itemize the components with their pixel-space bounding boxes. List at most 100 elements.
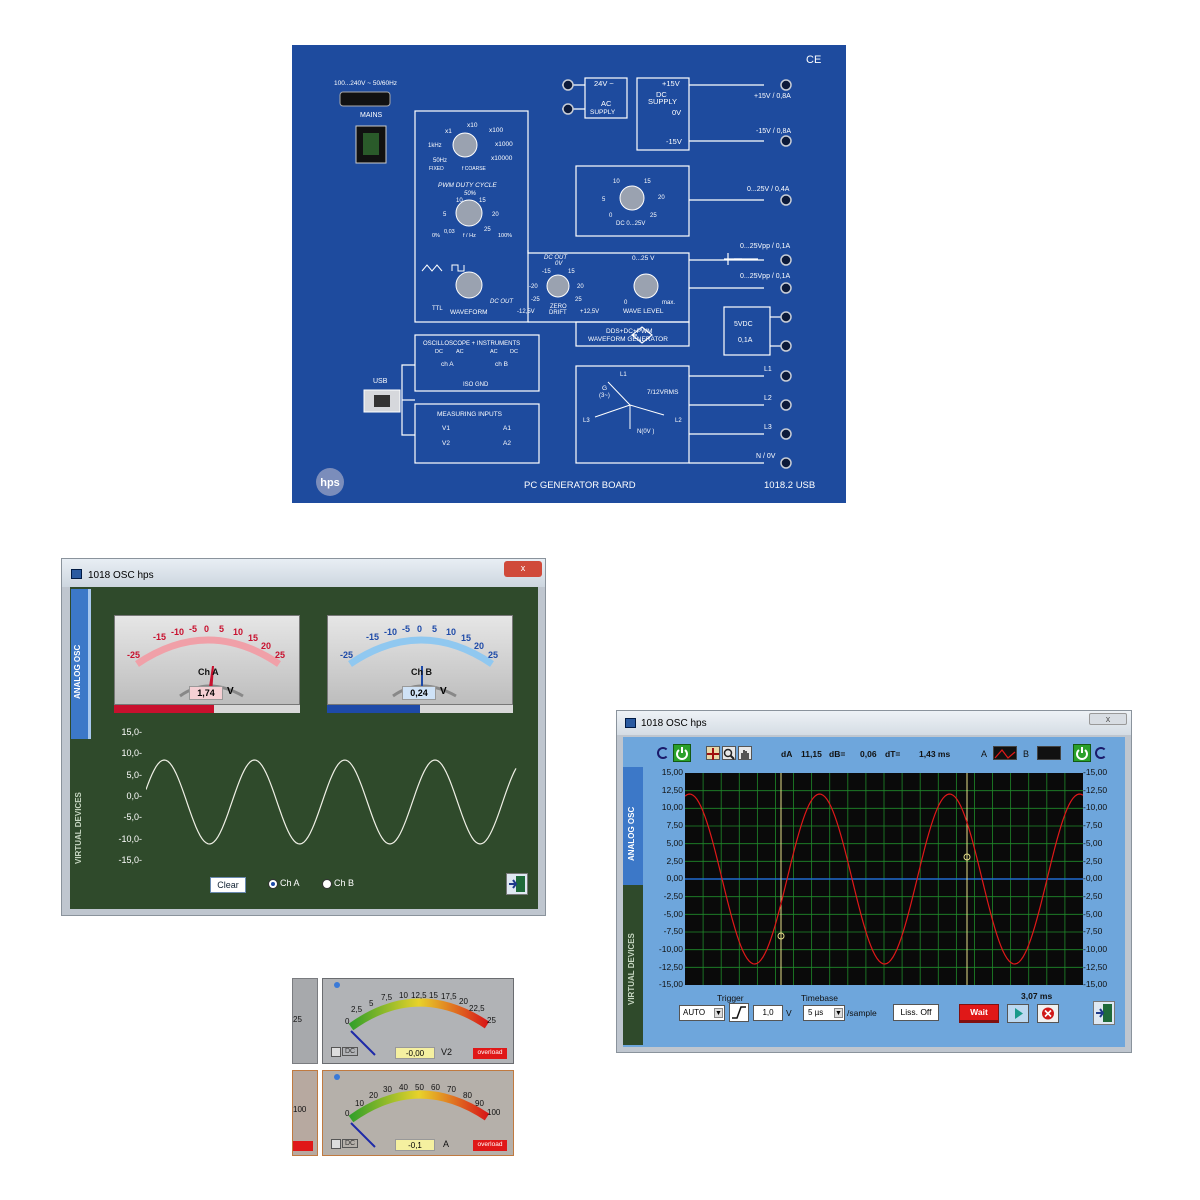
dc-scale-10: 10 — [613, 179, 620, 185]
v2-tick: 12,5 — [411, 991, 427, 1000]
radio-ch-a[interactable] — [268, 879, 278, 889]
tab-virtual-devices[interactable]: VIRTUAL DEVICES — [71, 739, 91, 907]
exit-button[interactable] — [1093, 1001, 1115, 1025]
channel-b-preview[interactable] — [1037, 746, 1061, 760]
v2-tick: 22,5 — [469, 1004, 485, 1013]
meas-db-label: dB= — [829, 749, 846, 759]
wave-y-axis: 15,0- 10,0- 5,0- 0,0- -5,0- -10,0- -15,0… — [92, 727, 142, 877]
trigger-level-input[interactable]: 1,0 — [753, 1005, 783, 1021]
osc-mode-ac-a: AC — [456, 349, 464, 355]
y-right-tick: -2,50 — [1083, 855, 1103, 866]
a-settings-icon[interactable] — [334, 1074, 340, 1080]
drift-end-neg: -12,5V — [517, 309, 535, 315]
y-tick: 10,0- — [121, 748, 142, 758]
tab-analog-osc[interactable]: ANALOG OSC — [623, 767, 643, 885]
v2-settings-icon[interactable] — [334, 982, 340, 988]
pwm-end-100: 100% — [498, 233, 512, 239]
ac-supply-line1: 24V ~ — [594, 79, 614, 88]
channel-a-preview[interactable] — [993, 746, 1017, 760]
power-right-button[interactable] — [1073, 744, 1091, 762]
run-button[interactable] — [1007, 1004, 1029, 1023]
exit-button[interactable] — [506, 873, 528, 895]
window-titlebar[interactable]: 1018 OSC hps x — [62, 559, 545, 587]
measuring-v1: V1 — [442, 425, 450, 432]
freq-50hz: 50Hz — [433, 158, 447, 164]
drift-scale-20: 20 — [577, 284, 584, 290]
timebase-select[interactable]: 5 µs ▼ — [803, 1005, 845, 1021]
refresh-left-icon[interactable] — [657, 747, 669, 759]
a-dc-checkbox[interactable] — [331, 1139, 341, 1149]
waveform-knob[interactable] — [455, 271, 483, 299]
pwm-end-003: 0,03 — [444, 229, 455, 235]
meter-b-level-fill — [327, 705, 420, 713]
close-button[interactable]: x — [1089, 713, 1127, 725]
y-right-tick: -10,00 — [1083, 802, 1108, 813]
pan-tool-button[interactable] — [738, 746, 752, 760]
zoom-tool-button[interactable] — [722, 746, 736, 760]
measuring-a1: A1 — [503, 425, 511, 432]
close-button[interactable]: x — [504, 561, 542, 577]
dds-label-1: DDS+DC+PWM — [606, 328, 653, 335]
a-readout: -0,1 — [408, 1141, 422, 1150]
osc-cha: ch A — [441, 361, 454, 368]
meas-db-value: 0,06 — [860, 749, 877, 759]
mult-x10: x10 — [467, 122, 478, 129]
exit-icon — [1096, 1004, 1112, 1022]
meter-b-level-bar — [327, 705, 513, 713]
a-tick: 40 — [399, 1083, 408, 1092]
a-tick: 80 — [463, 1091, 472, 1100]
y-tick: 15,0- — [121, 727, 142, 737]
meter-a-tick: -10 — [171, 627, 184, 637]
hps-logo — [316, 468, 344, 496]
tab-virtual-devices[interactable]: VIRTUAL DEVICES — [623, 885, 643, 1045]
mains-label: MAINS — [360, 112, 383, 119]
g-label: G — [602, 385, 607, 392]
cursor-tool-button[interactable] — [706, 746, 720, 760]
lissajous-button[interactable]: Liss. Off — [893, 1004, 939, 1021]
clear-button[interactable]: Clear — [210, 877, 246, 893]
meas-dt-label: dT= — [885, 749, 901, 759]
pwm-knob[interactable] — [455, 199, 483, 227]
sine-trace — [146, 759, 517, 845]
zero-drift-knob[interactable] — [546, 274, 570, 298]
meter-ch-a: -25 -15 -10 -5 0 5 10 15 20 25 Ch A 1,74… — [114, 615, 300, 705]
meter-b-tick: -10 — [384, 627, 397, 637]
window-title: 1018 OSC hps — [641, 718, 707, 729]
window-titlebar[interactable]: 1018 OSC hps x — [617, 711, 1131, 735]
meter-b-tick: -5 — [402, 624, 410, 634]
multiplier-knob[interactable] — [452, 132, 478, 158]
out-neg15: -15V / 0,8A — [756, 128, 791, 135]
stop-button[interactable] — [1037, 1004, 1059, 1023]
usb-port-inner — [374, 395, 390, 407]
meter-b-value: 0,24 — [402, 686, 436, 700]
meter-a-tick: -5 — [189, 624, 197, 634]
scope-body: ANALOG OSC VIRTUAL DEVICES dA 11,15 dB= … — [623, 737, 1125, 1047]
v2-overload: overload — [473, 1048, 507, 1059]
close-icon: x — [520, 563, 526, 573]
chevron-down-icon: ▼ — [714, 1008, 723, 1018]
osc-window-scope[interactable]: 1018 OSC hps x ANALOG OSC VIRTUAL DEVICE… — [616, 710, 1132, 1053]
radio-ch-b[interactable] — [322, 879, 332, 889]
meter-b-readout: 0,24 — [410, 688, 428, 698]
wave-level-knob[interactable] — [633, 273, 659, 299]
v2-dc-checkbox[interactable] — [331, 1047, 341, 1057]
meter-left-scale-end: 100 — [293, 1105, 307, 1114]
power-left-button[interactable] — [673, 744, 691, 762]
dc-level-knob[interactable] — [619, 185, 645, 211]
per-sample-label: /sample — [847, 1008, 877, 1018]
board-graphics: hps CE 100...240V ~ 50/60Hz MAINS 24V ~ … — [316, 54, 821, 496]
trigger-unit: V — [786, 1008, 792, 1018]
dc-supply-mid2: SUPPLY — [648, 97, 677, 106]
y-tick: -15,0- — [118, 855, 142, 865]
trigger-mode-select[interactable]: AUTO ▼ — [679, 1005, 725, 1021]
tab-analog-osc[interactable]: ANALOG OSC — [71, 589, 91, 739]
exit-icon — [509, 876, 525, 892]
wait-button[interactable]: Wait — [959, 1004, 999, 1023]
osc-window-meters[interactable]: 1018 OSC hps x ANALOG OSC VIRTUAL DEVICE… — [61, 558, 546, 916]
trigger-slope-button[interactable] — [729, 1003, 749, 1022]
terminal — [562, 103, 574, 115]
meter-b-tick: -15 — [366, 632, 379, 642]
refresh-right-icon[interactable] — [1095, 747, 1107, 759]
cursor-2-marker — [963, 853, 971, 861]
pwm-end-0: 0% — [432, 233, 440, 239]
